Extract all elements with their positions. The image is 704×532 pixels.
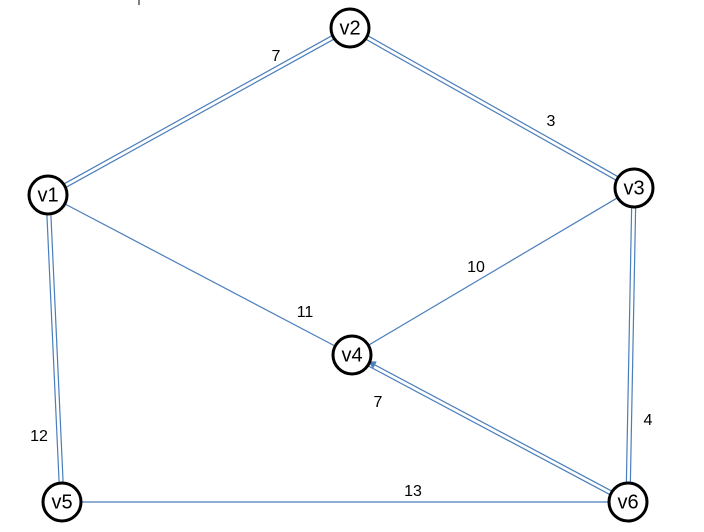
edge-weight-v1-v2: 7 <box>272 48 281 65</box>
node-circle-v2 <box>329 7 371 49</box>
node-v4[interactable]: v4 <box>331 334 373 376</box>
edge-v1-v2 <box>63 34 335 189</box>
edge-line-v6-v4-2 <box>367 361 613 492</box>
node-circle-v1 <box>27 174 69 216</box>
edge-line-v2-v3-2 <box>365 38 617 181</box>
edge-line-v1-v2-1 <box>63 34 333 185</box>
node-circle-v3 <box>613 167 655 209</box>
edge-line-v3-v6-1 <box>629 207 637 484</box>
edge-weight-v1-v5: 12 <box>30 428 48 445</box>
node-label-v1: v1 <box>37 184 58 206</box>
nodes-layer: v1 v2 v3 v4 v5 v6 <box>27 7 655 523</box>
node-label-v4: v4 <box>341 344 362 366</box>
edge-weight-v2-v3: 3 <box>547 113 556 130</box>
node-circle-v6 <box>607 481 649 523</box>
edge-line-v3-v6-2 <box>625 206 633 483</box>
edge-v3-v4 <box>368 197 618 346</box>
edge-line-v6-v4-1 <box>367 365 611 496</box>
edge-line-v3-v4 <box>368 197 618 346</box>
node-v2[interactable]: v2 <box>329 7 371 49</box>
edge-line-v1-v2-2 <box>65 38 335 189</box>
node-label-v5: v5 <box>51 491 72 513</box>
edge-weight-v5-v6: 13 <box>404 483 422 500</box>
edge-v2-v3 <box>365 35 619 181</box>
edge-v1-v4 <box>64 203 336 347</box>
node-circle-v5 <box>41 481 83 523</box>
edge-v3-v6 <box>625 206 637 484</box>
edge-v1-v5 <box>46 213 64 484</box>
edge-line-v2-v3-1 <box>367 35 619 178</box>
node-label-v3: v3 <box>623 177 644 199</box>
edge-weight-v3-v4: 10 <box>467 259 485 276</box>
edge-line-v1-v5-1 <box>50 213 64 483</box>
node-v6[interactable]: v6 <box>607 481 649 523</box>
node-v5[interactable]: v5 <box>41 481 83 523</box>
node-label-v2: v2 <box>339 17 360 39</box>
edge-weight-v1-v4: 11 <box>297 304 314 321</box>
edge-weight-v3-v6: 4 <box>644 412 653 429</box>
node-label-v6: v6 <box>617 491 638 513</box>
node-circle-v4 <box>331 334 373 376</box>
edge-v6-v4 <box>367 361 613 496</box>
edge-weight-v6-v4: 7 <box>374 394 383 411</box>
edge-line-v1-v4 <box>64 203 336 347</box>
node-v3[interactable]: v3 <box>613 167 655 209</box>
edges-layer <box>46 34 637 503</box>
node-v1[interactable]: v1 <box>27 174 69 216</box>
edge-line-v1-v5-2 <box>46 214 60 484</box>
edge-labels-layer: 7 3 11 10 12 4 7 13 <box>30 48 652 500</box>
